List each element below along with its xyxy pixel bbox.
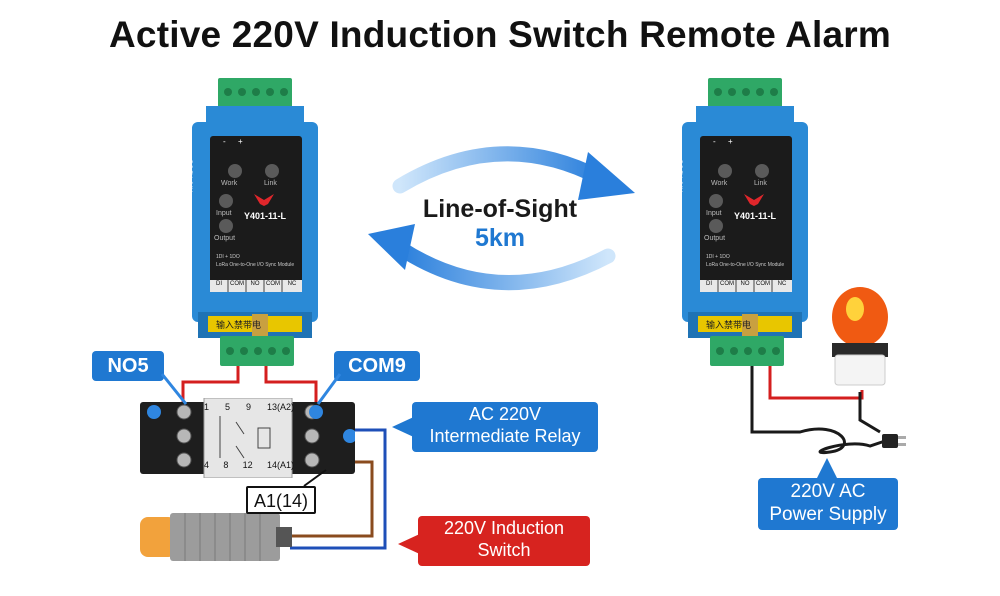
link-label-distance: 5km	[474, 224, 526, 252]
right-lora-module: DC 5V~24V - + Work Link Input Output Y40…	[676, 76, 810, 366]
callout-sensor-line1: 220V Induction	[443, 518, 565, 538]
warning-label: 输入禁带电	[216, 320, 262, 330]
wire-red-beacon	[768, 366, 864, 400]
wire-black-power	[750, 366, 889, 455]
callout-com9: COM9	[334, 351, 420, 381]
no5-pointer-icon	[160, 373, 188, 405]
intermediate-relay	[140, 398, 355, 478]
callout-power-line1: 220V AC	[790, 481, 866, 502]
callout-power-line2: Power Supply	[769, 503, 887, 525]
led-input-label-right: Input	[706, 210, 722, 217]
link-label-line1: Line-of-Sight	[422, 195, 578, 223]
a1-pointer-icon	[303, 469, 327, 487]
relay-pin-13: 13(A2)	[266, 402, 294, 412]
callout-a1: A1(14)	[246, 486, 316, 514]
link-arrows	[368, 146, 635, 291]
relay-pin-1: 1	[204, 402, 210, 412]
callout-relay-line2: Intermediate Relay	[429, 425, 581, 446]
callout-sensor-line2: Switch	[477, 539, 531, 560]
relay-pin-12: 12	[242, 460, 253, 470]
terminal-nc-right: NC	[777, 281, 787, 287]
spec-line-2-right: LoRa One-to-One I/O Sync Module	[706, 262, 785, 268]
top-mark-2-right: +	[728, 137, 733, 146]
terminal-com: COM	[230, 281, 244, 287]
model-label-right: Y401-11-L	[734, 211, 777, 221]
terminal-nc: NC	[287, 281, 297, 287]
led-output-label: Output	[214, 235, 236, 242]
model-label: Y401-11-L	[244, 211, 287, 221]
callout-power: 220V AC Power Supply	[758, 478, 898, 530]
power-callout-arrow-icon	[815, 458, 839, 482]
led-link-label-right: Link	[754, 180, 767, 187]
top-mark-1: -	[223, 137, 226, 146]
relay-pin-4: 4	[204, 460, 210, 470]
wire-black-beacon	[858, 392, 881, 434]
top-mark-2: +	[238, 137, 243, 146]
upper-arrowhead-icon	[578, 152, 635, 200]
callout-relay: AC 220V Intermediate Relay	[412, 402, 598, 452]
terminal-com-2: COM	[266, 281, 280, 287]
relay-callout-arrow-icon	[392, 415, 418, 439]
spec-line-2: LoRa One-to-One I/O Sync Module	[216, 262, 295, 268]
lower-arrowhead-icon	[368, 224, 415, 270]
callout-sensor: 220V Induction Switch	[418, 516, 590, 566]
terminal-di: DI	[216, 281, 222, 287]
relay-pin-5: 5	[224, 402, 230, 412]
callout-relay-line1: AC 220V	[468, 404, 542, 424]
wire-brown	[290, 460, 374, 538]
led-work-label: Work	[221, 180, 238, 187]
top-mark-1-right: -	[713, 137, 716, 146]
warning-beacon	[832, 287, 888, 386]
com9-pointer-icon	[316, 373, 342, 405]
callout-no5: NO5	[92, 351, 164, 381]
relay-pin-14: 14(A1)	[266, 460, 294, 470]
terminal-no: NO	[250, 281, 260, 287]
relay-pin-9: 9	[245, 402, 251, 412]
led-output-label-right: Output	[704, 235, 726, 242]
upper-arrow-icon	[392, 146, 608, 194]
warning-label-right: 输入禁带电	[706, 320, 752, 330]
wire-red-right	[264, 366, 318, 405]
page-title: Active 220V Induction Switch Remote Alar…	[109, 14, 891, 55]
induction-sensor	[140, 513, 292, 561]
wire-blue	[290, 428, 387, 550]
led-work-label-right: Work	[711, 180, 728, 187]
sensor-callout-arrow-icon	[398, 532, 424, 556]
lower-arrow-icon	[392, 240, 616, 291]
terminal-no-right: NO	[740, 281, 750, 287]
terminal-com-right: COM	[720, 281, 734, 287]
terminal-di-right: DI	[706, 281, 712, 287]
spec-line-1: 1DI + 1DO	[216, 254, 240, 260]
power-plug-icon	[882, 434, 906, 448]
spec-line-1-right: 1DI + 1DO	[706, 254, 730, 260]
relay-pin-8: 8	[223, 460, 229, 470]
led-input-label: Input	[216, 210, 232, 217]
terminal-com-2-right: COM	[756, 281, 770, 287]
wire-red-left	[181, 366, 240, 405]
left-lora-module: DC 5V~24V - + Work Link Input Output Y40…	[186, 76, 320, 366]
led-link-label: Link	[264, 180, 277, 187]
